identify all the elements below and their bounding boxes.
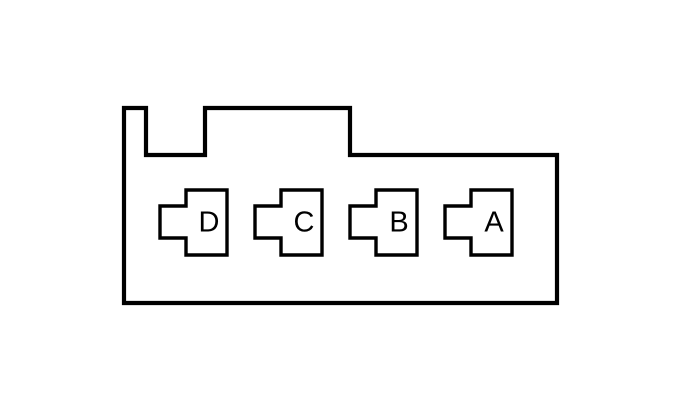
cavity-outline-a — [443, 188, 514, 257]
connector-housing-outline — [121, 105, 560, 306]
cavity-d[interactable]: D — [158, 188, 229, 257]
cavity-c[interactable]: C — [253, 188, 324, 257]
cavity-b[interactable]: B — [348, 188, 419, 257]
cavity-label-b: B — [389, 207, 408, 239]
cavity-label-a: A — [484, 207, 504, 239]
cavity-label-d: D — [199, 207, 220, 239]
cavity-a[interactable]: A — [443, 188, 514, 257]
cavity-outline-b — [348, 188, 419, 257]
cavity-outline-d — [158, 188, 229, 257]
cavity-outline-c — [253, 188, 324, 257]
cavity-label-c: C — [294, 207, 315, 239]
